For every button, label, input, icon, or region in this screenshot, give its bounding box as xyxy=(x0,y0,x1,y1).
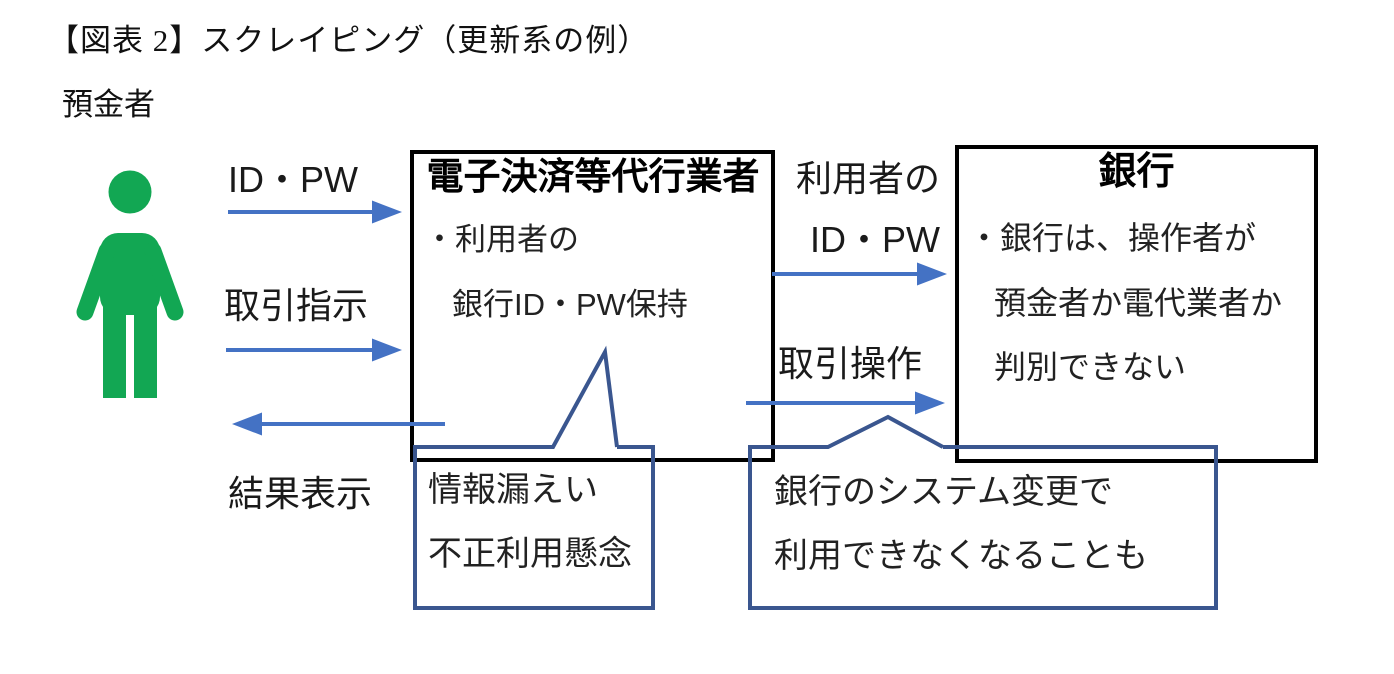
bank-box-outline xyxy=(955,145,1318,463)
callout-leak-line: 情報漏えい xyxy=(428,471,598,509)
actor-label: 預金者 xyxy=(62,87,155,122)
callout-leak-outline xyxy=(413,345,655,610)
bank-box-line: ・銀行は、操作者が xyxy=(968,220,1257,256)
agent-box-title: 電子決済等代行業者 xyxy=(426,156,760,197)
flow-label-transaction-order: 取引指示 xyxy=(224,285,369,326)
flow-label-transaction-operation: 取引操作 xyxy=(778,343,923,384)
flow-label-user: 利用者の xyxy=(795,158,940,199)
agent-box-line: ・利用者の xyxy=(424,222,579,257)
bank-box-line: 判別できない xyxy=(994,349,1187,385)
arrow-transaction-order xyxy=(226,338,402,362)
bank-box-line: 預金者か電代業者か xyxy=(994,285,1283,321)
flow-label-id-pw: ID・PW xyxy=(228,159,358,200)
callout-system-change-line: 銀行のシステム変更で xyxy=(774,473,1113,511)
callout-leak-line: 不正利用懸念 xyxy=(428,535,632,573)
callout-system-change-outline xyxy=(748,414,1218,610)
arrow-result-display xyxy=(232,412,445,436)
bank-box-title: 銀行 xyxy=(1098,151,1175,193)
callout-system-change-line: 利用できなくなることも xyxy=(774,537,1148,575)
person-icon xyxy=(76,170,184,398)
agent-box-outline xyxy=(410,150,775,462)
arrow-id-pw xyxy=(228,200,402,224)
flow-label-result-display: 結果表示 xyxy=(228,473,373,514)
flow-label-user-id-pw: ID・PW xyxy=(810,219,940,260)
figure-title: 【図表 2】スクレイピング（更新系の例） xyxy=(48,23,650,58)
agent-box-line: 銀行ID・PW保持 xyxy=(452,287,688,322)
arrow-transaction-operation xyxy=(746,391,945,415)
arrow-user-id-pw xyxy=(772,262,947,286)
